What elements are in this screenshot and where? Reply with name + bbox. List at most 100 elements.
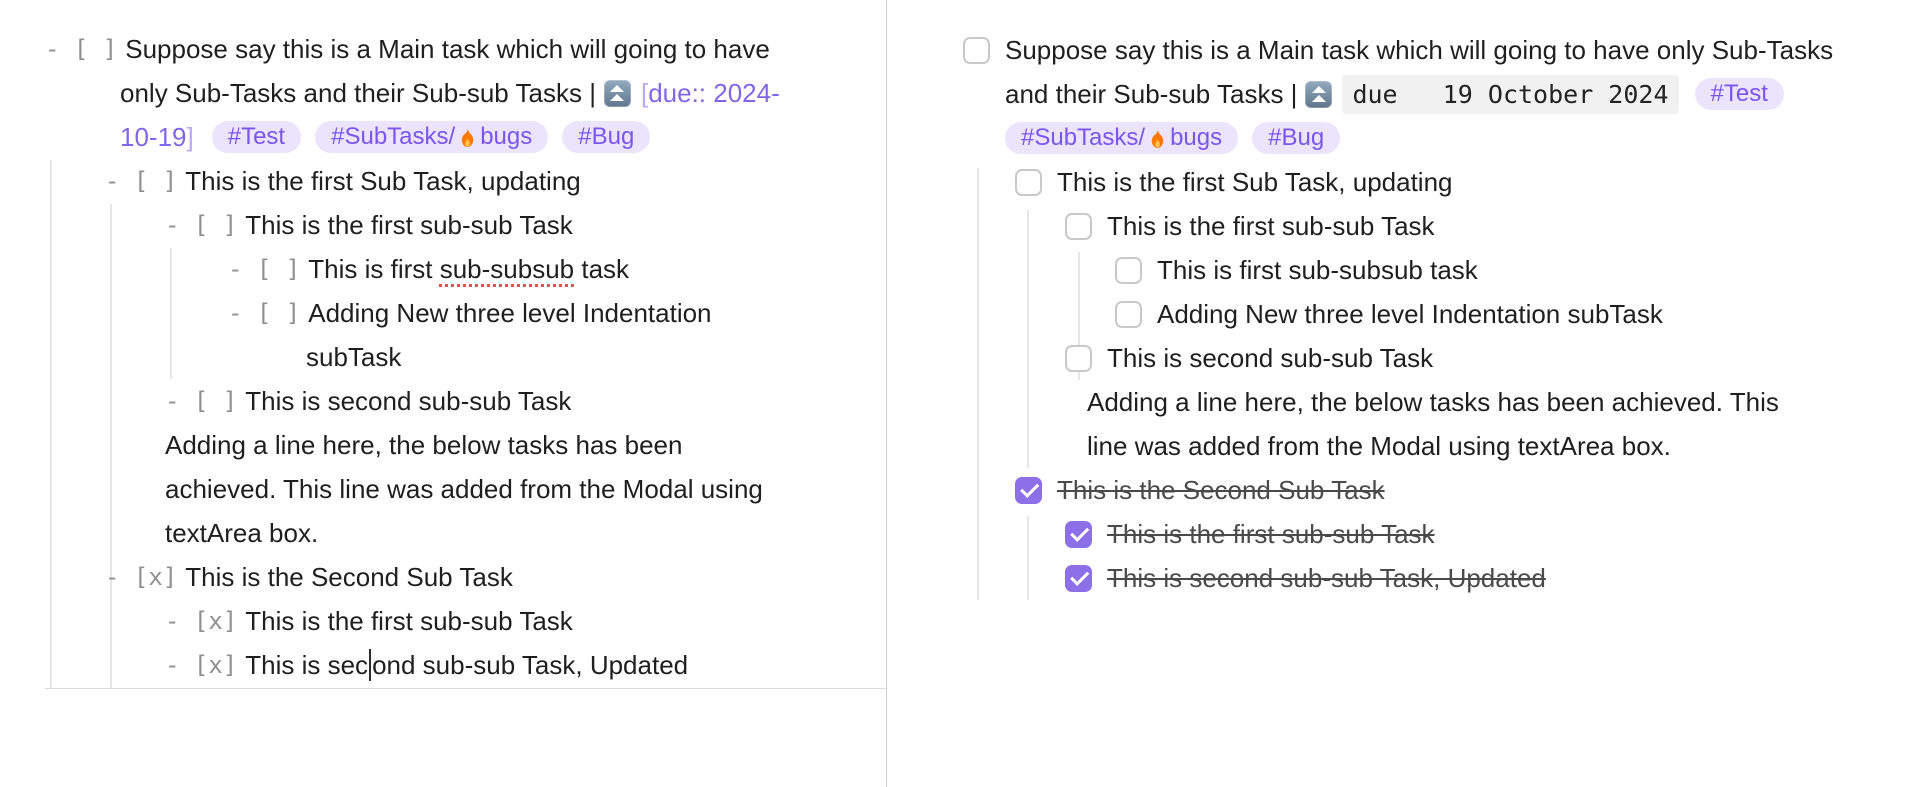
task-text: ond sub-sub Task, Updated (372, 649, 689, 680)
source-line-subsubsub-task-2[interactable]: - [ ] Adding New three level Indentation (228, 291, 712, 335)
tag-pill-subtasks-bugs[interactable]: #SubTasks/bugs (315, 121, 549, 153)
reading-line-paragraph-2: line was added from the Modal using text… (1087, 424, 1671, 468)
task-text: Suppose say this is a Main task which wi… (1005, 34, 1834, 65)
indent-guide (170, 248, 172, 379)
priority-high-icon (1305, 80, 1333, 108)
reading-line-sub-task-1: This is the first Sub Task, updating (1015, 160, 1453, 204)
priority-high-icon (603, 79, 631, 107)
source-line-subsubsub-task-2-wrap[interactable]: subTask (306, 335, 401, 379)
tag-pill-test[interactable]: #Test (211, 121, 302, 153)
source-line-main-task-wrap1[interactable]: only Sub-Tasks and their Sub-sub Tasks |… (120, 71, 780, 115)
task-text: and their Sub-sub Tasks | (1005, 78, 1298, 109)
reading-line-done-task-2: This is the first sub-sub Task (1065, 512, 1435, 556)
text-cursor (369, 649, 372, 681)
task-text: This is the first sub-sub Task (245, 209, 573, 240)
due-field-bracket: ] (186, 121, 194, 152)
reading-line-done-task-3: This is second sub-sub Task, Updated (1065, 556, 1546, 600)
task-text: This is first sub-subsub task (1157, 254, 1478, 285)
due-field-link: due:: 2024- (648, 77, 780, 108)
task-text-done: This is the Second Sub Task (1057, 474, 1385, 505)
task-text-done: This is second sub-sub Task, Updated (1107, 562, 1546, 593)
task-checkbox[interactable] (963, 36, 990, 64)
task-syntax-marker: - [ ] (228, 299, 301, 327)
source-line-subsubsub-task-1[interactable]: - [ ] This is first sub-subsub task (228, 247, 629, 291)
due-field-code: due 19 October 2024 (1342, 74, 1679, 114)
tag-pill-test[interactable]: #Test (1694, 78, 1784, 110)
paragraph-text: line was added from the Modal using text… (1087, 430, 1671, 461)
paragraph-text: achieved. This line was added from the M… (165, 473, 763, 504)
task-text: only Sub-Tasks and their Sub-sub Tasks | (120, 77, 596, 108)
tag-pill-bug[interactable]: #Bug (562, 121, 651, 153)
indent-guide (1027, 516, 1029, 600)
task-text: task (574, 253, 630, 284)
indent-guide (50, 160, 52, 688)
task-text: This is the first Sub Task, updating (1057, 166, 1453, 197)
fire-icon (1151, 127, 1164, 148)
task-syntax-marker-checked: - [x] (165, 651, 238, 679)
source-line-main-task-wrap2[interactable]: 10-19] #Test #SubTasks/bugs #Bug (120, 115, 664, 159)
reading-line-subsub-task-1: This is the first sub-sub Task (1065, 204, 1435, 248)
source-line-sub-task-1[interactable]: - [ ] This is the first Sub Task, updati… (105, 159, 581, 203)
task-syntax-marker-checked: - [x] (105, 563, 178, 591)
reading-line-done-task-1: This is the Second Sub Task (1015, 468, 1385, 512)
task-syntax-marker: - [ ] (165, 387, 238, 415)
task-text: This is the Second Sub Task (185, 561, 513, 592)
indent-guide (1027, 210, 1029, 468)
source-line-paragraph-2[interactable]: achieved. This line was added from the M… (165, 467, 763, 511)
source-line-main-task[interactable]: - [ ] Suppose say this is a Main task wh… (45, 27, 770, 71)
reading-line-main-task: Suppose say this is a Main task which wi… (963, 28, 1833, 72)
indent-guide (1078, 252, 1080, 380)
misspelled-word: sub-subsub (439, 253, 575, 284)
paragraph-text: Adding a line here, the below tasks has … (165, 429, 683, 460)
task-text: This is second sub-sub Task (1107, 342, 1434, 373)
task-checkbox-checked[interactable] (1065, 564, 1092, 592)
task-text: This is the first sub-sub Task (245, 605, 573, 636)
source-line-subsub-task-2[interactable]: - [ ] This is second sub-sub Task (165, 379, 571, 423)
source-line-paragraph-3[interactable]: textArea box. (165, 511, 318, 555)
task-text: Suppose say this is a Main task which wi… (125, 33, 770, 64)
reading-line-main-task-wrap1: and their Sub-sub Tasks | due 19 October… (1005, 72, 1798, 116)
pane-resize-handle[interactable] (886, 0, 887, 787)
task-text: This is the first sub-sub Task (1107, 210, 1435, 241)
tag-pill-subtasks-bugs[interactable]: #SubTasks/bugs (1005, 122, 1239, 154)
reading-line-subsubsub-task-2: Adding New three level Indentation subTa… (1115, 292, 1663, 336)
task-checkbox[interactable] (1115, 256, 1142, 284)
reading-line-subsub-task-2: This is second sub-sub Task (1065, 336, 1433, 380)
task-text: This is second sub-sub Task (245, 385, 572, 416)
task-syntax-marker: - [ ] (45, 35, 118, 63)
task-syntax-marker: - [ ] (228, 255, 301, 283)
task-text: This is first (308, 253, 440, 284)
indent-guide (977, 168, 979, 600)
task-checkbox[interactable] (1015, 168, 1042, 196)
editor-pane-reading: Suppose say this is a Main task which wi… (887, 0, 1920, 787)
task-syntax-marker: - [ ] (165, 211, 238, 239)
task-syntax-marker-checked: - [x] (165, 607, 238, 635)
editor-bottom-divider (45, 688, 886, 689)
task-text: Adding New three level Indentation subTa… (1157, 298, 1663, 329)
editor-pane-source: - [ ] Suppose say this is a Main task wh… (0, 0, 886, 787)
due-field-link: 10-19 (120, 121, 187, 152)
source-line-done-task-1[interactable]: - [x] This is the Second Sub Task (105, 555, 513, 599)
task-text: This is the first Sub Task, updating (185, 165, 581, 196)
fire-icon (461, 126, 474, 147)
task-checkbox-checked[interactable] (1065, 520, 1092, 548)
source-line-subsub-task-1[interactable]: - [ ] This is the first sub-sub Task (165, 203, 573, 247)
task-checkbox[interactable] (1115, 300, 1142, 328)
task-text: Adding New three level Indentation (308, 297, 712, 328)
task-text: This is sec (245, 649, 369, 680)
task-syntax-marker: - [ ] (105, 167, 178, 195)
tag-pill-bug[interactable]: #Bug (1252, 122, 1341, 154)
indent-guide (110, 204, 112, 688)
reading-line-subsubsub-task-1: This is first sub-subsub task (1115, 248, 1478, 292)
due-field-bracket: [ (640, 77, 649, 108)
source-line-done-task-2[interactable]: - [x] This is the first sub-sub Task (165, 599, 573, 643)
task-checkbox-checked[interactable] (1015, 476, 1042, 504)
paragraph-text: textArea box. (165, 517, 319, 548)
reading-line-main-task-wrap2: #SubTasks/bugs #Bug (1005, 116, 1354, 160)
source-line-paragraph-1[interactable]: Adding a line here, the below tasks has … (165, 423, 682, 467)
task-checkbox[interactable] (1065, 344, 1092, 372)
task-checkbox[interactable] (1065, 212, 1092, 240)
task-text-done: This is the first sub-sub Task (1107, 518, 1435, 549)
